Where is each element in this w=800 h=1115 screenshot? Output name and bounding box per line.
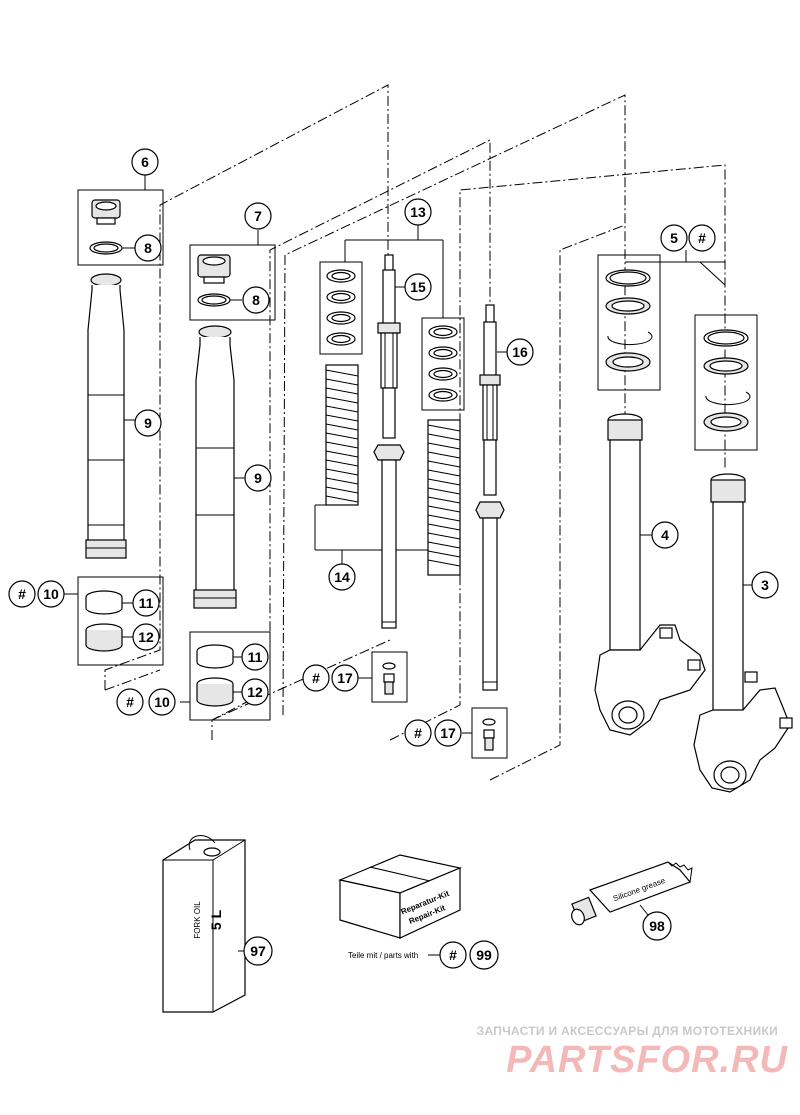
fork-oil-can-97: FORK OIL 5 L xyxy=(162,835,246,1013)
callout-10-a[interactable]: 10 xyxy=(37,580,65,608)
bushing-kit-10-right xyxy=(180,631,271,721)
callout-15[interactable]: 15 xyxy=(404,273,432,301)
svg-text:13: 13 xyxy=(410,204,426,220)
svg-text:6: 6 xyxy=(141,154,149,170)
cartridge-15 xyxy=(373,254,405,629)
outer-tube-9-right xyxy=(193,325,245,609)
callout-11-a[interactable]: 11 xyxy=(132,589,160,617)
svg-text:12: 12 xyxy=(138,629,154,645)
cap-assembly-7 xyxy=(189,230,276,321)
callout-8-a[interactable]: 8 xyxy=(134,234,162,262)
inner-tube-4 xyxy=(594,413,706,736)
watermark: ЗАПЧАСТИ И АКСЕССУАРЫ ДЛЯ МОТОТЕХНИКИ PA… xyxy=(477,1024,788,1081)
svg-text:#: # xyxy=(414,725,422,741)
callout-13[interactable]: 13 xyxy=(404,198,432,226)
spring-14-left xyxy=(325,364,359,506)
svg-text:11: 11 xyxy=(139,595,154,611)
svg-text:10: 10 xyxy=(43,586,59,602)
svg-text:8: 8 xyxy=(252,292,260,308)
svg-text:9: 9 xyxy=(254,470,262,486)
callout-6[interactable]: 6 xyxy=(131,148,159,176)
svg-text:17: 17 xyxy=(337,670,353,686)
svg-text:5: 5 xyxy=(670,230,678,246)
svg-text:14: 14 xyxy=(334,569,350,585)
silicone-tube-98: Silicone grease xyxy=(571,861,693,926)
svg-text:97: 97 xyxy=(250,943,266,959)
callout-hash-5[interactable]: # xyxy=(688,224,716,252)
callout-hash-10-b[interactable]: # xyxy=(116,688,144,716)
svg-text:#: # xyxy=(18,586,26,602)
callout-97[interactable]: 97 xyxy=(243,936,273,966)
svg-text:9: 9 xyxy=(144,415,152,431)
callout-17-a[interactable]: 17 xyxy=(331,664,359,692)
shim-group-13 xyxy=(319,225,465,411)
callout-12-b[interactable]: 12 xyxy=(241,678,269,706)
svg-text:8: 8 xyxy=(144,240,152,256)
callout-hash-17-b[interactable]: # xyxy=(404,719,432,747)
spring-bracket-14 xyxy=(314,504,428,565)
callout-14[interactable]: 14 xyxy=(328,563,356,591)
inner-tube-3 xyxy=(693,473,793,793)
fork-oil-label: FORK OIL xyxy=(193,901,202,939)
outer-tube-9-left xyxy=(85,273,135,559)
callout-99[interactable]: 99 xyxy=(469,940,499,970)
callout-16[interactable]: 16 xyxy=(506,338,534,366)
callout-hash-99[interactable]: # xyxy=(439,941,467,969)
svg-text:#: # xyxy=(449,947,457,963)
parts-with-label: Teile mit / parts with xyxy=(348,951,418,960)
svg-text:17: 17 xyxy=(440,725,456,741)
callout-11-b[interactable]: 11 xyxy=(241,643,269,671)
callout-8-b[interactable]: 8 xyxy=(242,286,270,314)
callout-hash-17-a[interactable]: # xyxy=(302,664,330,692)
svg-text:12: 12 xyxy=(247,684,263,700)
svg-text:98: 98 xyxy=(649,918,665,934)
watermark-tagline: ЗАПЧАСТИ И АКСЕССУАРЫ ДЛЯ МОТОТЕХНИКИ xyxy=(477,1024,778,1038)
callout-98[interactable]: 98 xyxy=(642,911,672,941)
seal-kit-5 xyxy=(597,250,758,451)
callout-7[interactable]: 7 xyxy=(244,202,272,230)
fork-oil-volume: 5 L xyxy=(208,909,224,930)
callout-12-a[interactable]: 12 xyxy=(132,623,160,651)
callout-9-a[interactable]: 9 xyxy=(134,409,162,437)
repair-kit-99: Reparatur-Kit Repair-Kit Teile mit / par… xyxy=(338,854,462,960)
watermark-logo: PARTSFOR.RU xyxy=(506,1039,788,1081)
callout-10-b[interactable]: 10 xyxy=(148,688,176,716)
svg-text:4: 4 xyxy=(661,527,669,543)
callout-17-b[interactable]: 17 xyxy=(434,719,462,747)
svg-text:10: 10 xyxy=(154,694,170,710)
callout-5[interactable]: 5 xyxy=(660,224,688,252)
svg-text:11: 11 xyxy=(248,649,263,665)
bolt-17-a xyxy=(358,651,408,703)
bolt-17-b xyxy=(462,707,508,759)
callout-hash-10-a[interactable]: # xyxy=(8,580,36,608)
callout-3[interactable]: 3 xyxy=(751,571,779,599)
svg-text:7: 7 xyxy=(254,208,262,224)
callout-4[interactable]: 4 xyxy=(651,521,679,549)
cap-assembly-6 xyxy=(77,175,164,266)
callout-9-b[interactable]: 9 xyxy=(244,464,272,492)
spring-14-right xyxy=(427,419,461,576)
svg-text:16: 16 xyxy=(512,344,528,360)
bushing-kit-10-left xyxy=(62,576,164,666)
svg-text:#: # xyxy=(312,670,320,686)
svg-text:99: 99 xyxy=(476,947,492,963)
svg-text:#: # xyxy=(698,230,706,246)
svg-text:15: 15 xyxy=(410,279,426,295)
svg-text:#: # xyxy=(126,694,134,710)
cartridge-16 xyxy=(475,304,507,691)
svg-text:3: 3 xyxy=(761,577,769,593)
